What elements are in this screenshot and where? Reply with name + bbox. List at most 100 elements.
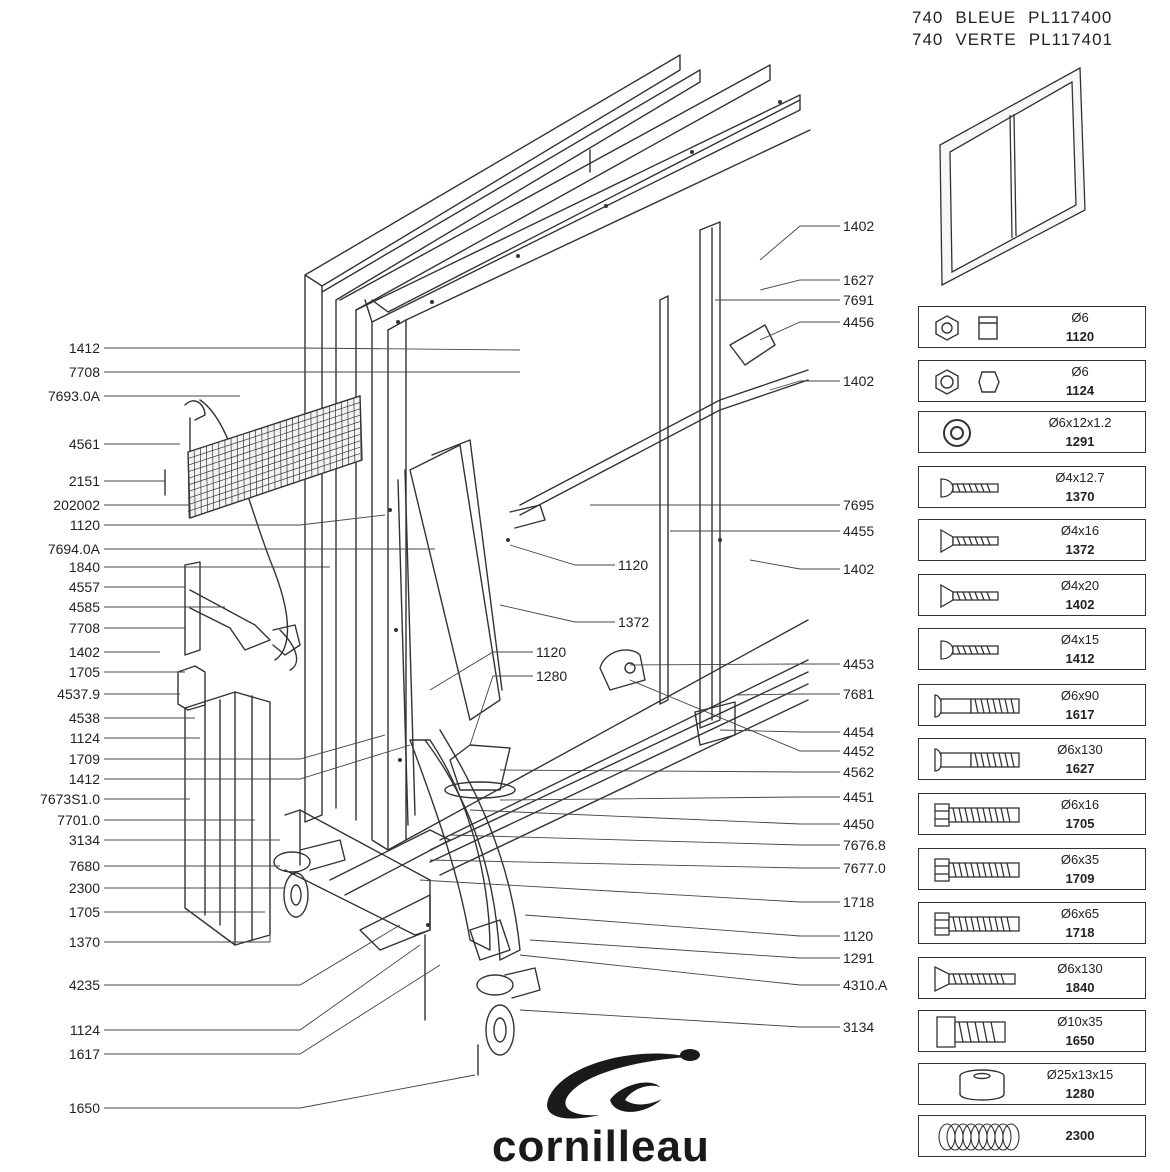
callout-right-1120: 1120	[843, 928, 874, 944]
leader-line	[469, 675, 533, 746]
leader-line	[104, 1074, 476, 1109]
leader-line	[104, 734, 386, 760]
hardware-code: 1650	[1065, 1033, 1095, 1048]
callout-left-7708: 7708	[68, 620, 100, 636]
leader-line	[499, 769, 840, 773]
hardware-dimension: Ø4x20	[1060, 578, 1100, 593]
callout-right-4310.A: 4310.A	[843, 977, 888, 993]
callout-right-4453: 4453	[843, 656, 875, 672]
callout-right-1120: 1120	[536, 644, 567, 660]
cornilleau-logo-icon	[547, 1049, 700, 1119]
callout-right-7691: 7691	[843, 292, 875, 308]
left-caster	[273, 839, 346, 918]
callout-left-2300: 2300	[68, 880, 100, 896]
clamp-4453	[599, 649, 646, 691]
hardware-dimension: Ø6x16	[1060, 797, 1100, 812]
leader-line	[104, 744, 411, 780]
right-caster	[476, 967, 541, 1076]
hardware-code: 1617	[1065, 707, 1095, 722]
hardware-dimension: Ø6x35	[1060, 852, 1100, 867]
callout-left-7701.0: 7701.0	[57, 812, 100, 828]
callout-right-1627: 1627	[843, 272, 875, 288]
leader-line	[734, 693, 840, 696]
callout-right-1280: 1280	[536, 668, 568, 684]
leader-line	[509, 544, 615, 566]
callout-left-4561: 4561	[68, 436, 100, 452]
callout-left-7673S1.0: 7673S1.0	[40, 791, 100, 807]
callout-right-1372: 1372	[618, 614, 650, 630]
callout-right-4452: 4452	[843, 743, 875, 759]
leader-line	[104, 514, 386, 526]
leader-line	[469, 809, 840, 825]
callout-right-4450: 4450	[843, 816, 875, 832]
callout-right-4454: 4454	[843, 724, 875, 740]
callout-left-1705: 1705	[68, 904, 100, 920]
hardware-code: 1718	[1065, 925, 1095, 940]
hardware-item-1840: Ø6x130 1840	[918, 957, 1146, 999]
callout-left-1412: 1412	[68, 771, 100, 787]
table-top-frame	[304, 54, 811, 851]
callout-left-4557: 4557	[68, 579, 100, 595]
hardware-code: 1709	[1065, 871, 1095, 886]
side-posts	[659, 221, 776, 746]
hardware-code: 1291	[1065, 434, 1095, 449]
leader-line	[429, 651, 533, 691]
callout-right-4451: 4451	[843, 789, 875, 805]
callout-left-1412: 1412	[68, 340, 100, 356]
net-mesh	[187, 395, 363, 519]
hardware-code: 1705	[1065, 816, 1095, 831]
leader-line	[759, 321, 840, 341]
leader-line	[759, 279, 840, 291]
callout-right-1718: 1718	[843, 894, 875, 910]
hardware-item-2300: 2300	[918, 1115, 1146, 1157]
callout-right-1120: 1120	[618, 557, 649, 573]
callout-left-4538: 4538	[68, 710, 100, 726]
base-frame	[284, 809, 451, 1021]
callout-left-1120: 1120	[69, 517, 100, 533]
callout-left-202002: 202002	[53, 497, 100, 513]
hardware-dimension: Ø4x16	[1060, 523, 1100, 538]
leader-line	[449, 834, 840, 846]
hardware-dimension: Ø4x12.7	[1055, 470, 1105, 485]
hardware-dimension: Ø6	[1071, 364, 1089, 379]
callout-left-1709: 1709	[68, 751, 100, 767]
callout-left-1124: 1124	[69, 730, 100, 746]
callout-left-2151: 2151	[68, 473, 100, 489]
hardware-code: 1120	[1065, 329, 1095, 344]
leader-line	[529, 939, 840, 959]
callout-right-4455: 4455	[843, 523, 875, 539]
callout-right-7677.0: 7677.0	[843, 860, 886, 876]
hardware-dimension: Ø10x35	[1057, 1014, 1103, 1029]
hardware-item-1650: Ø10x35 1650	[918, 1010, 1146, 1052]
callout-left-1617: 1617	[68, 1046, 100, 1062]
leg-frame	[397, 439, 521, 961]
leader-line	[419, 879, 840, 903]
callout-right-7681: 7681	[843, 686, 875, 702]
callout-left-7694.0A: 7694.0A	[47, 541, 100, 557]
leader-line	[429, 859, 840, 869]
callout-right-4456: 4456	[843, 314, 875, 330]
callout-left-4537.9: 4537.9	[57, 686, 100, 702]
hardware-code: 1840	[1065, 980, 1095, 995]
callout-right-1291: 1291	[843, 950, 875, 966]
brand-name: cornilleau	[492, 1122, 710, 1171]
hardware-code: 1370	[1065, 489, 1095, 504]
callout-right-7676.8: 7676.8	[843, 837, 886, 853]
hardware-dimension: Ø6x65	[1060, 906, 1100, 921]
leader-line	[769, 380, 840, 391]
callout-left-1370: 1370	[68, 934, 100, 950]
hardware-code: 1627	[1065, 761, 1095, 776]
callout-right-3134: 3134	[843, 1019, 875, 1035]
hardware-code: 1280	[1065, 1086, 1095, 1101]
callout-left-4585: 4585	[68, 599, 100, 615]
callout-left-7680: 7680	[68, 858, 100, 874]
callout-right-7695: 7695	[843, 497, 875, 513]
hardware-dimension: Ø6x130	[1057, 961, 1103, 976]
callout-left-7708: 7708	[68, 364, 100, 380]
